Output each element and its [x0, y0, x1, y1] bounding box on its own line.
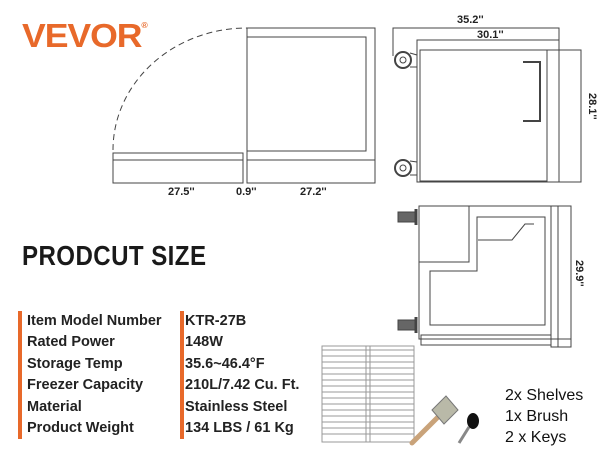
- front-view: [392, 27, 582, 183]
- dim-depth-open: 27.5'': [168, 186, 195, 198]
- spec-values: KTR-27B 148W 35.6~46.4°F 210L/7.42 Cu. F…: [185, 311, 299, 439]
- accessory-item: 2x Shelves: [505, 387, 584, 404]
- spec-value: KTR-27B: [185, 313, 247, 329]
- spec-labels: Item Model Number Rated Power Storage Te…: [27, 311, 162, 439]
- dim-body-width: 30.1'': [477, 29, 504, 41]
- spec-value: 35.6~46.4°F: [185, 355, 265, 372]
- spec-label: Material: [27, 398, 82, 415]
- spec-value: 134 LBS / 61 Kg: [185, 419, 294, 436]
- dim-gap: 0.9'': [236, 186, 257, 198]
- accent-bar-labels: [18, 311, 22, 439]
- dim-depth: 27.2'': [300, 186, 327, 198]
- spec-value: Stainless Steel: [185, 398, 288, 415]
- shelves-image: [321, 345, 415, 443]
- side-view: [397, 205, 572, 348]
- accent-bar-values: [180, 311, 184, 439]
- spec-label: Rated Power: [27, 334, 115, 351]
- spec-label: Freezer Capacity: [27, 377, 144, 394]
- dim-height-front: 28.1'': [586, 93, 598, 120]
- dim-height-side: 29.9'': [573, 260, 585, 287]
- spec-label: Item Model Number: [27, 313, 162, 329]
- side-view-door-open: [112, 27, 376, 184]
- spec-label: Product Weight: [27, 419, 134, 436]
- vevor-logo: VEVOR®: [22, 17, 148, 55]
- page-title: PRODCUT SIZE: [22, 240, 207, 271]
- logo-text: VEVOR: [22, 17, 142, 54]
- key-image: [457, 413, 479, 444]
- registered-mark: ®: [141, 21, 148, 30]
- accessories-list: 2x Shelves 1x Brush 2 x Keys: [505, 385, 583, 448]
- spec-label: Storage Temp: [27, 355, 123, 372]
- brush-image: [409, 395, 459, 446]
- dim-overall-width: 35.2'': [457, 14, 484, 26]
- spec-value: 210L/7.42 Cu. Ft.: [185, 377, 300, 394]
- spec-value: 148W: [185, 334, 223, 351]
- accessory-item: 2 x Keys: [505, 429, 567, 446]
- accessory-item: 1x Brush: [505, 408, 569, 425]
